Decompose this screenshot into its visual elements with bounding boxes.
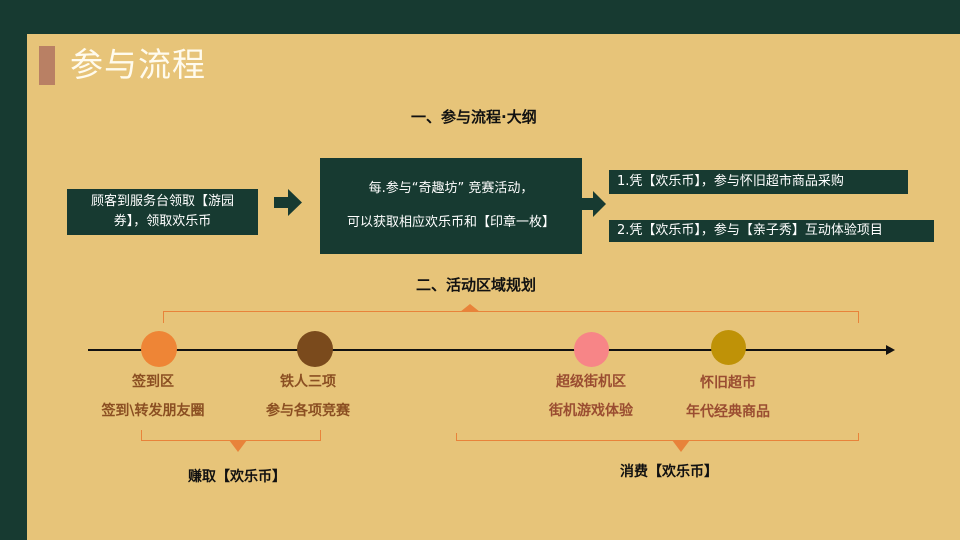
title-accent-bar bbox=[39, 46, 55, 85]
outcome-2-box: 2.凭【欢乐币】，参与【亲子秀】互动体验项目 bbox=[609, 220, 934, 242]
zone-label-arcade: 超级街机区 街机游戏体验 bbox=[549, 368, 633, 426]
zone-desc: 街机游戏体验 bbox=[549, 403, 633, 419]
step1-box: 顾客到服务台领取【游园 券】，领取欢乐币 bbox=[67, 189, 258, 235]
zone-desc: 参与各项竞赛 bbox=[266, 403, 350, 419]
zone-name: 超级街机区 bbox=[556, 374, 626, 390]
step2-box: 每.参与“奇趣坊” 竞赛活动， 可以获取相应欢乐币和【印章一枚】 bbox=[320, 158, 582, 254]
zone-marker-arcade bbox=[574, 332, 609, 367]
zone-marker-checkin bbox=[141, 331, 177, 367]
earn-label: 赚取【欢乐币】 bbox=[188, 469, 286, 485]
step2-line2: 可以获取相应欢乐币和【印章一枚】 bbox=[346, 215, 555, 230]
step2-line1: 每.参与“奇趣坊” 竞赛活动， bbox=[368, 181, 534, 196]
slide-title: 参与流程 bbox=[70, 45, 206, 84]
zone-label-supermarket: 怀旧超市 年代经典商品 bbox=[686, 369, 770, 427]
timeline-arrowhead-icon bbox=[886, 345, 895, 355]
zone-label-triathlon: 铁人三项 参与各项竞赛 bbox=[266, 368, 350, 426]
zone-name: 铁人三项 bbox=[280, 374, 336, 390]
step1-line2: 券】，领取欢乐币 bbox=[113, 214, 212, 229]
spend-bracket bbox=[456, 433, 859, 441]
right-arrow-icon bbox=[274, 189, 302, 216]
step1-line1: 顾客到服务台领取【游园 bbox=[90, 194, 234, 209]
zone-marker-supermarket bbox=[711, 330, 746, 365]
slide-background bbox=[27, 34, 960, 540]
spend-bracket-pointer-icon bbox=[672, 440, 690, 452]
spend-label: 消费【欢乐币】 bbox=[620, 464, 718, 480]
zone-desc: 签到\转发朋友圈 bbox=[101, 403, 205, 419]
top-bracket bbox=[163, 311, 859, 323]
zone-label-checkin: 签到区 签到\转发朋友圈 bbox=[101, 368, 204, 426]
right-arrow-icon bbox=[582, 191, 606, 217]
outcome-1-box: 1.凭【欢乐币】，参与怀旧超市商品采购 bbox=[609, 170, 908, 194]
zone-name: 怀旧超市 bbox=[700, 375, 756, 391]
section2-heading: 二、活动区域规划 bbox=[416, 276, 537, 294]
zone-marker-triathlon bbox=[297, 331, 333, 367]
zone-desc: 年代经典商品 bbox=[686, 404, 770, 420]
timeline-axis bbox=[88, 349, 888, 351]
earn-bracket-pointer-icon bbox=[229, 440, 247, 452]
section1-heading: 一、参与流程·大纲 bbox=[411, 108, 537, 126]
zone-name: 签到区 bbox=[132, 374, 174, 390]
top-bracket-pointer-icon bbox=[460, 304, 480, 312]
